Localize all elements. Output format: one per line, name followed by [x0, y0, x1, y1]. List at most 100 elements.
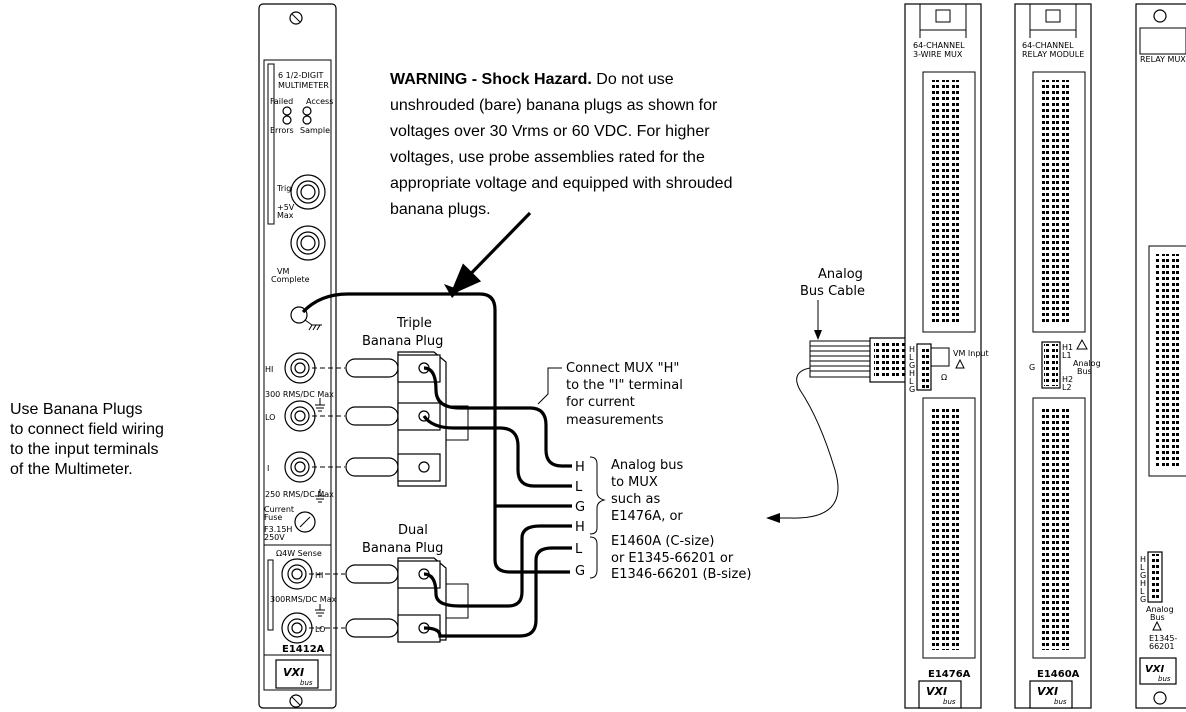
relay-title: 64-CHANNEL: [1022, 41, 1074, 50]
warning-line: banana plugs.: [390, 201, 491, 218]
cable-route: [780, 367, 839, 519]
analog-bus-line: such as: [611, 492, 660, 507]
relay-connector-top: [1032, 71, 1086, 333]
sense-label: Ω4W Sense: [276, 549, 322, 558]
warning-note: WARNING - Shock Hazard. Do not use unshr…: [390, 71, 732, 218]
sense-hi-label: HI: [315, 571, 323, 580]
mux-letter: H: [909, 345, 915, 354]
analog-bus-line: or E1345-66201 or: [611, 551, 734, 566]
left-note-line: Use Banana Plugs: [10, 401, 143, 418]
banana-pin: [345, 618, 399, 638]
rating-label: 250 RMS/DC Max: [265, 490, 334, 499]
trig-label: Trig: [276, 184, 291, 193]
warning-line: appropriate voltage and equipped with sh…: [390, 175, 732, 192]
bus-letters: H L G H L G: [575, 460, 585, 579]
plus5v-label: Max: [277, 211, 294, 220]
analog-bus-line: E1346-66201 (B-size): [611, 567, 751, 582]
connect-note-line: Connect MUX "H": [566, 361, 679, 376]
dual-plug-text: Dual: [398, 523, 428, 538]
relay-mux-letter: G: [1140, 595, 1146, 604]
hi-label: HI: [265, 365, 273, 374]
relay-mux-analog-bus: Analog: [1146, 605, 1174, 614]
led-label-access: Access: [306, 97, 333, 106]
banana-pin: [345, 406, 399, 426]
mux-letter: G: [909, 385, 915, 394]
relay-mux-model: E1345-: [1149, 634, 1177, 643]
left-note-line: to connect field wiring: [10, 421, 164, 438]
relay-mux-connector: [1148, 245, 1186, 477]
led-label-sample: Sample: [300, 126, 330, 135]
relay-h2: H2: [1062, 375, 1073, 384]
relay-model: E1460A: [1037, 669, 1080, 680]
led-icon: [302, 106, 312, 116]
warning-arrow: [449, 211, 532, 296]
led-icon: [302, 115, 312, 125]
bus-letter: H: [575, 520, 585, 535]
warning-line: voltages, use probe assemblies rated for…: [390, 149, 705, 166]
relay-analog-bus: Analog: [1073, 359, 1101, 368]
fuse-label: Fuse: [264, 513, 282, 522]
bus-letter: H: [575, 460, 585, 475]
relay-mux-panel: RELAY MUX H L G H L G Analog Bus E1345- …: [1135, 3, 1186, 709]
mux-title: 3-WIRE MUX: [913, 50, 963, 59]
bus-logo-text: bus: [300, 679, 313, 687]
left-note-line: of the Multimeter.: [10, 461, 133, 478]
warning-first-line: WARNING - Shock Hazard. Do not use: [390, 71, 674, 88]
relay-h1: H1: [1062, 343, 1073, 352]
warning-triangle-icon: [1076, 338, 1088, 350]
vm-complete-label: VM: [277, 267, 289, 276]
warning-triangle-icon: [955, 358, 965, 369]
banana-pin: [345, 564, 399, 584]
ground-wire: [301, 292, 570, 574]
plug-jack-icon: [418, 461, 430, 473]
mux-letter: L: [909, 377, 914, 386]
relay-connector-bottom: [1032, 397, 1086, 659]
mux-letter: H: [909, 369, 915, 378]
left-note-line: to the input terminals: [10, 441, 159, 458]
relay-mux-letter: G: [1140, 571, 1146, 580]
relay-mux-letter: H: [1140, 579, 1146, 588]
bus-letter: G: [575, 564, 585, 579]
i-label: I: [267, 464, 269, 473]
multimeter-title: 6 1/2-DIGIT: [278, 71, 323, 80]
multimeter-inner-frame: [263, 59, 332, 691]
analog-bus-line: E1476A, or: [611, 509, 683, 524]
analog-bus-line: to MUX: [611, 475, 658, 490]
mux-model: E1476A: [928, 669, 971, 680]
vxi-logo-text: VXI: [1037, 685, 1058, 698]
wire-l1: [422, 415, 572, 488]
plus5v-label: +5V: [277, 203, 295, 212]
wire-h2: [423, 524, 572, 608]
connect-note-line: measurements: [566, 413, 664, 428]
dual-plug-text: Banana Plug: [362, 541, 443, 556]
relay-analog-bus: Bus: [1077, 367, 1092, 376]
banana-pin: [345, 457, 399, 477]
sense-lo-label: LO: [315, 625, 325, 634]
multimeter-title: MULTIMETER: [278, 81, 329, 90]
bus-letter: L: [575, 542, 583, 557]
relay-mux-analog-bus: Bus: [1150, 613, 1165, 622]
vxi-bus-logo: [918, 680, 962, 709]
field-wires: [301, 292, 572, 638]
banana-pin: [345, 358, 399, 378]
relay-mux-letter: L: [1140, 563, 1145, 572]
bus-logo-text: bus: [943, 698, 956, 706]
rating-label: 300RMS/DC Max: [270, 595, 337, 604]
mux-connector-top: [922, 71, 976, 333]
warning-first-rest: Do not use: [592, 71, 674, 88]
led-icon: [282, 106, 292, 116]
warning-line: voltages over 30 Vrms or 60 VDC. For hig…: [390, 123, 710, 140]
panel-screw-icon: [1153, 9, 1167, 23]
warning-triangle-icon: [1152, 620, 1162, 631]
fuse-label: Current: [264, 505, 294, 514]
panel-screw-icon: [1153, 691, 1167, 705]
vxi-bus-logo: [275, 659, 319, 689]
vxi-bus-logo: [1139, 657, 1177, 685]
analog-bus-line: Analog bus: [611, 458, 684, 473]
vxi-logo-text: VXI: [926, 685, 947, 698]
bus-logo-text: bus: [1054, 698, 1067, 706]
warning-arrowhead: [444, 284, 460, 298]
multimeter-panel: 6 1/2-DIGIT MULTIMETER Failed Access Err…: [258, 3, 337, 709]
wire-l2: [423, 546, 572, 638]
bus-brace: [589, 456, 606, 535]
